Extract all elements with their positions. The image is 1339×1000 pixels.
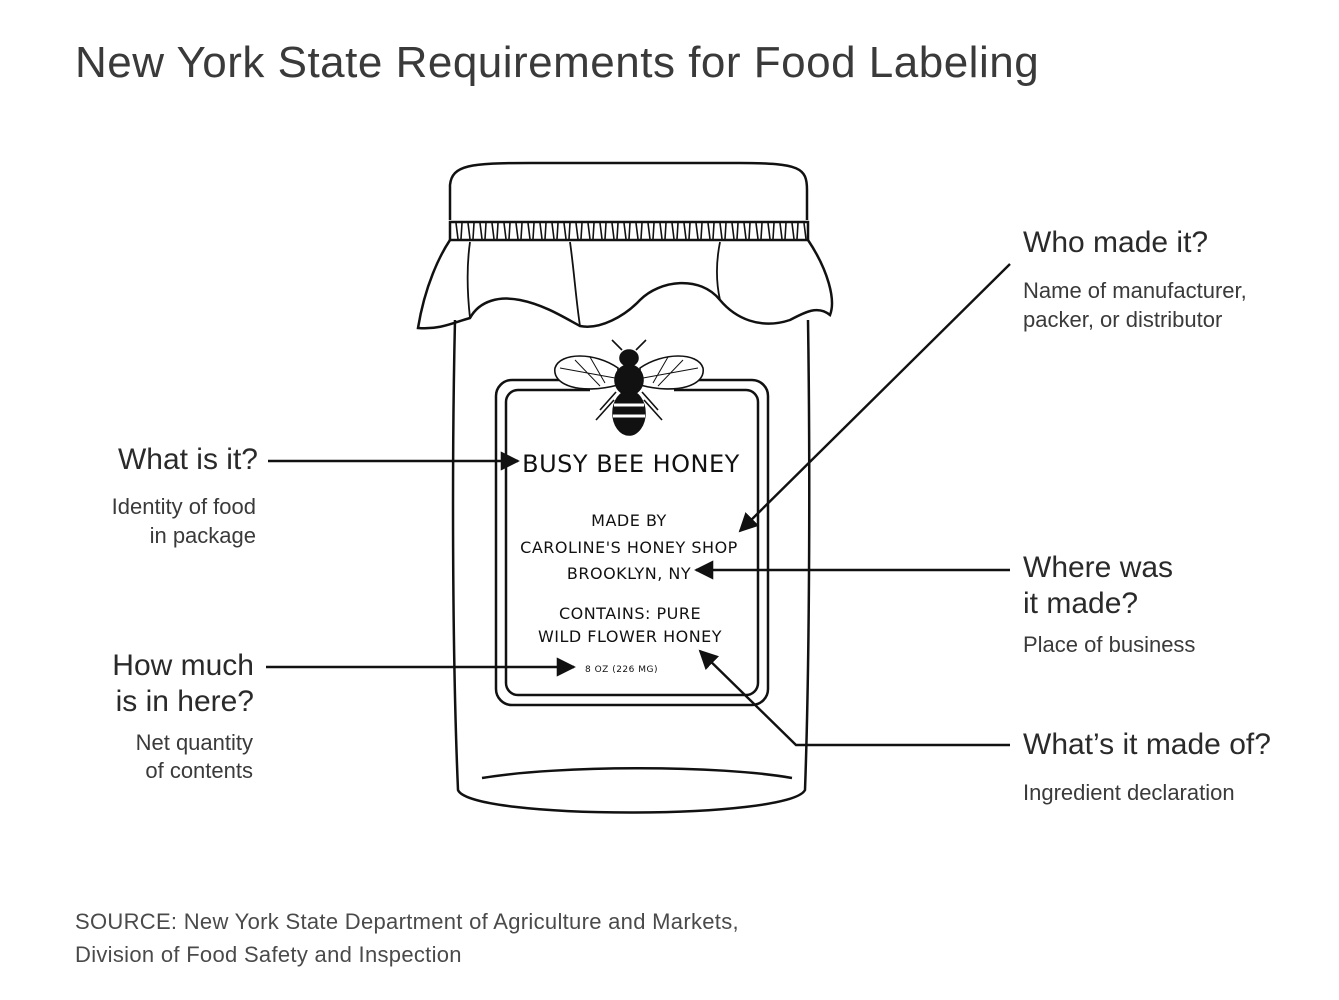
callout-how-much-question-2: is in here?	[115, 685, 254, 718]
product-name: BUSY BEE HONEY	[522, 450, 740, 478]
callout-made-of-question: What’s it made of?	[1023, 728, 1271, 761]
callout-made-of-answer: Ingredient declaration	[1023, 780, 1235, 805]
jar-body	[451, 319, 811, 814]
source-note: SOURCE: New York State Department of Agr…	[75, 905, 739, 971]
callout-how-much-answer-1: Net quantity	[135, 730, 253, 755]
callout-what-answer-2: in package	[149, 523, 256, 548]
manufacturer-name: CAROLINE'S HONEY SHOP	[520, 538, 738, 557]
callout-who-answer-1: Name of manufacturer,	[1023, 278, 1247, 303]
page-title: New York State Requirements for Food Lab…	[75, 38, 1040, 87]
manufacturer-city: BROOKLYN, NY	[567, 564, 691, 583]
callout-where-question-1: Where was	[1023, 551, 1174, 584]
callout-who-answer-2: packer, or distributor	[1023, 307, 1223, 332]
net-quantity: 8 OZ (226 MG)	[585, 665, 658, 675]
callout-what-question: What is it?	[117, 443, 258, 476]
callout-how-much-question-1: How much	[112, 649, 254, 682]
made-by-line: MADE BY	[591, 511, 667, 530]
callout-how-much-answer-2: of contents	[145, 758, 253, 783]
callout-where-question-2: it made?	[1023, 587, 1139, 620]
callout-who-question: Who made it?	[1023, 226, 1209, 259]
bee-icon	[554, 339, 704, 440]
ingredients-line-2: WILD FLOWER HONEY	[538, 627, 722, 646]
arrow-who-made-it	[738, 263, 1011, 533]
callout-what-answer-1: Identity of food	[111, 494, 256, 519]
source-line-1: SOURCE: New York State Department of Agr…	[75, 909, 739, 934]
callout-where-answer: Place of business	[1023, 632, 1196, 657]
ingredients-line-1: CONTAINS: PURE	[559, 604, 701, 623]
source-line-2: Division of Food Safety and Inspection	[75, 942, 462, 967]
arrow-made-of	[698, 649, 1010, 747]
jar-lid	[416, 161, 834, 330]
